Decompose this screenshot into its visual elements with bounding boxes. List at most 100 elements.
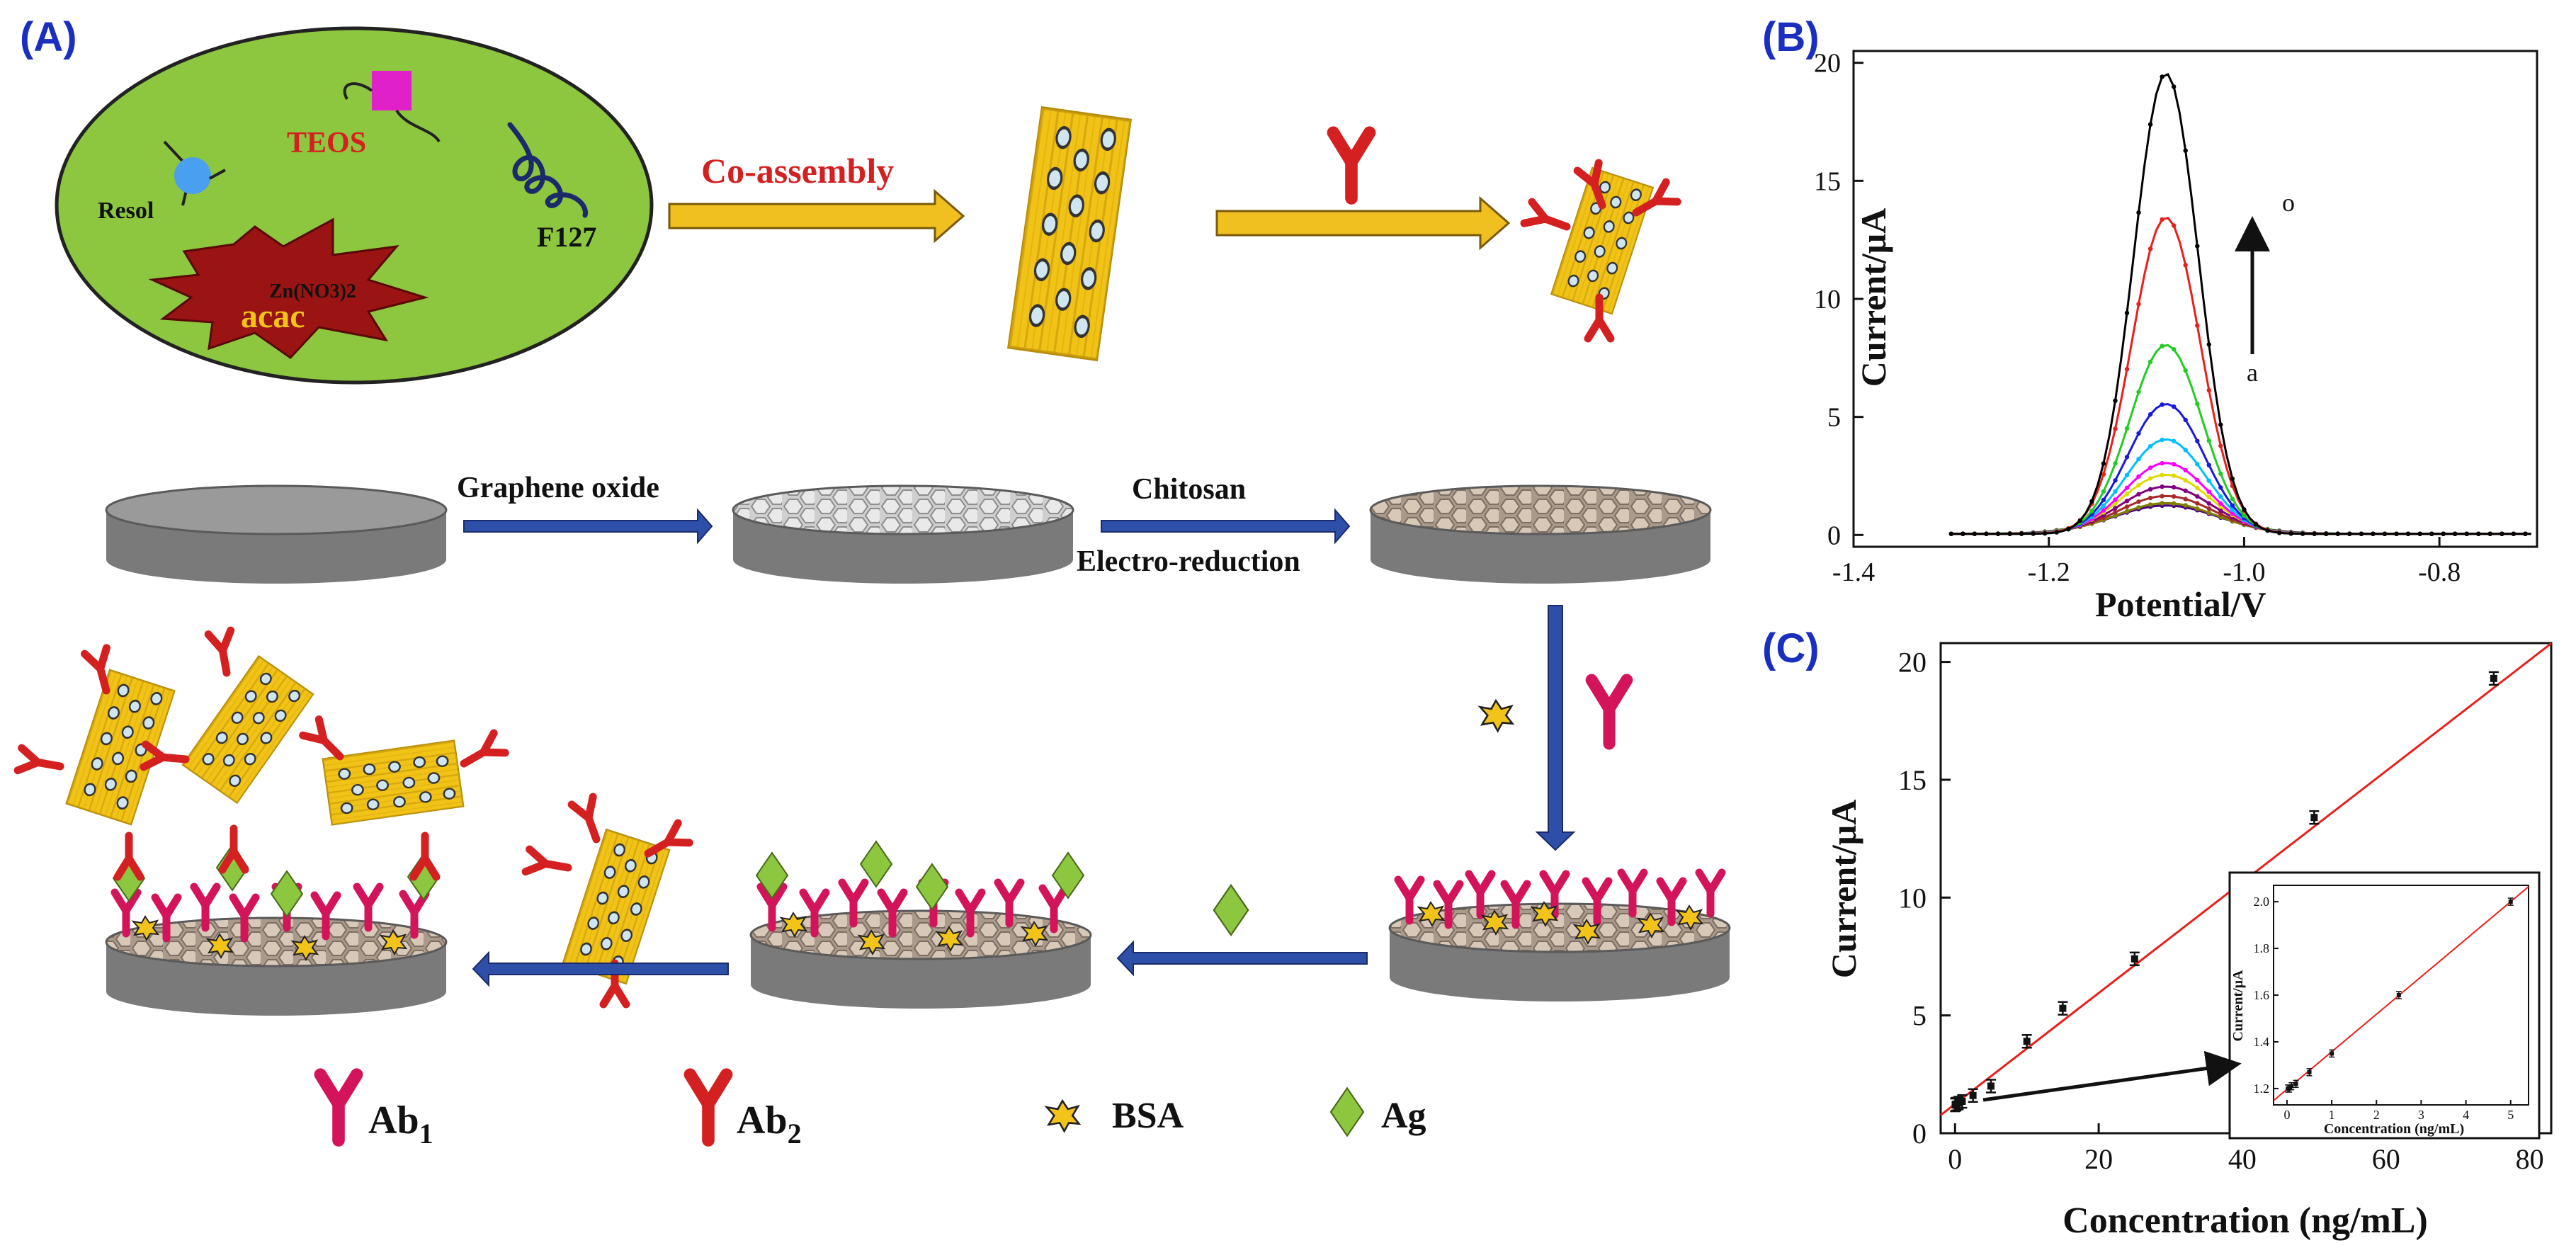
chart-b-point (2136, 474, 2141, 479)
chart-b-point (2136, 482, 2141, 488)
chitosan-label: Chitosan (1132, 473, 1246, 506)
bare-electrode (105, 484, 448, 584)
chart-b-point (2147, 246, 2153, 251)
chart-b-point (2183, 478, 2188, 483)
chart-b-point (2124, 426, 2130, 431)
inset-point (2289, 1084, 2294, 1089)
chart-b-point (2464, 531, 2469, 536)
chart-b-point (2136, 499, 2141, 504)
chart-b-point (2206, 438, 2211, 443)
chart-b-point (2183, 448, 2188, 453)
inset-point (2293, 1082, 2298, 1086)
chart-b-point (2113, 510, 2118, 515)
chart-b-point (2218, 494, 2223, 499)
rgo-chitosan-electrode (1369, 484, 1712, 584)
chart-b-point (2242, 507, 2247, 512)
chart-b-point (2206, 478, 2211, 483)
chart-b-point (2276, 530, 2282, 535)
chart-b-point (2195, 323, 2200, 328)
legend-bsa-symbol (1045, 1099, 1080, 1133)
chart-b-point (2206, 494, 2211, 500)
chart-b-point (2195, 506, 2200, 511)
chart-b-point (2394, 531, 2399, 536)
chart-b-point (2242, 513, 2247, 518)
chart-c-xtick-label: 20 (2084, 1143, 2113, 1175)
chart-b-xtick-label: -1.2 (2028, 557, 2070, 587)
chart-b-point (2124, 499, 2130, 504)
chart-b-point (2124, 485, 2130, 490)
chart-c-xtick-label: 60 (2372, 1143, 2400, 1175)
legend-bsa-label: BSA (1112, 1096, 1184, 1136)
chart-b-point (2113, 478, 2118, 483)
chart-b-point (2147, 495, 2153, 501)
inset-xtick-label: 4 (2463, 1108, 2469, 1122)
inset-point (2307, 1069, 2312, 1074)
chart-b-point (2500, 531, 2504, 536)
chart-b-curve (1951, 72, 2531, 535)
chart-b-point (2147, 359, 2153, 364)
chart-b-point (2230, 507, 2235, 513)
chart-c-point (2490, 674, 2497, 682)
graphene-oxide-arrow (463, 508, 713, 545)
chart-b-curve (1951, 403, 2531, 535)
legend: Ab1 Ab2 BSA Ag (320, 1074, 1426, 1150)
panel-b-label: (B) (1762, 14, 1820, 60)
chart-b-point (2089, 509, 2094, 513)
chart-b-point (2347, 531, 2352, 536)
inset-ytick-label: 1.4 (2254, 1035, 2270, 1049)
chart-b-point (2101, 472, 2106, 477)
chart-b-point (2265, 528, 2270, 533)
chart-b-curve (1951, 216, 2531, 535)
chart-b-point (2101, 461, 2106, 466)
chart-c-point (2130, 955, 2138, 963)
bsa-symbol-arrow (1479, 699, 1514, 732)
legend-ab2-symbol (690, 1074, 726, 1140)
chart-b-point (2300, 531, 2305, 536)
chart-b-point (2113, 489, 2118, 494)
chart-b-point (2136, 302, 2141, 307)
inset-xtick-label: 1 (2329, 1108, 2335, 1122)
chart-b-point (2147, 122, 2153, 127)
chart-b-point (2183, 488, 2188, 493)
inset-xtick-label: 3 (2418, 1108, 2424, 1122)
chart-b-point (1995, 531, 2001, 536)
chart-b-ytick-label: 0 (1827, 521, 1841, 550)
chart-b-point (2218, 508, 2223, 513)
coassembly-label: Co-assembly (701, 151, 894, 191)
chart-b-point (2230, 476, 2235, 482)
chart-b-point (2066, 526, 2071, 532)
chart-b-point (2160, 501, 2164, 506)
chart-b-ytick-label: 5 (1827, 403, 1841, 433)
chart-b-point (2441, 531, 2446, 536)
chart-c-ytick-label: 0 (1912, 1118, 1927, 1150)
ag-symbol-arrow (1213, 884, 1249, 936)
chart-b-point (2324, 531, 2329, 536)
chart-b-point (2206, 462, 2211, 467)
legend-ab2-label: Ab2 (737, 1099, 802, 1150)
chart-b-point (2183, 148, 2188, 153)
chart-b-point (2195, 485, 2200, 491)
chart-b-point (2195, 438, 2200, 443)
inset-xlabel: Concentration (ng/mL) (2324, 1121, 2464, 1137)
panel-a-label: (A) (20, 14, 77, 60)
chart-b-point (2206, 387, 2211, 393)
chart-b-point (2054, 530, 2059, 535)
chart-b-point (2113, 501, 2118, 506)
chart-b-point (2113, 513, 2118, 518)
f127-label: F127 (537, 221, 596, 253)
chart-b-point (2476, 531, 2481, 536)
chart-b-point (2160, 472, 2164, 477)
f127-polymer (507, 122, 588, 218)
chart-b-point (1984, 531, 1989, 536)
chart-b-point (2147, 476, 2153, 481)
chart-b-point (2113, 426, 2118, 431)
inset-ytick-label: 1.8 (2254, 941, 2270, 955)
coassembly-arrow (668, 188, 965, 244)
chart-b-series (1948, 72, 2531, 536)
chart-b-xtick-label: -1.0 (2223, 557, 2265, 587)
ab1-immobilization-arrow (1535, 605, 1576, 851)
chart-c-ytick-label: 5 (1912, 1000, 1927, 1032)
chart-b-point (2206, 501, 2211, 506)
